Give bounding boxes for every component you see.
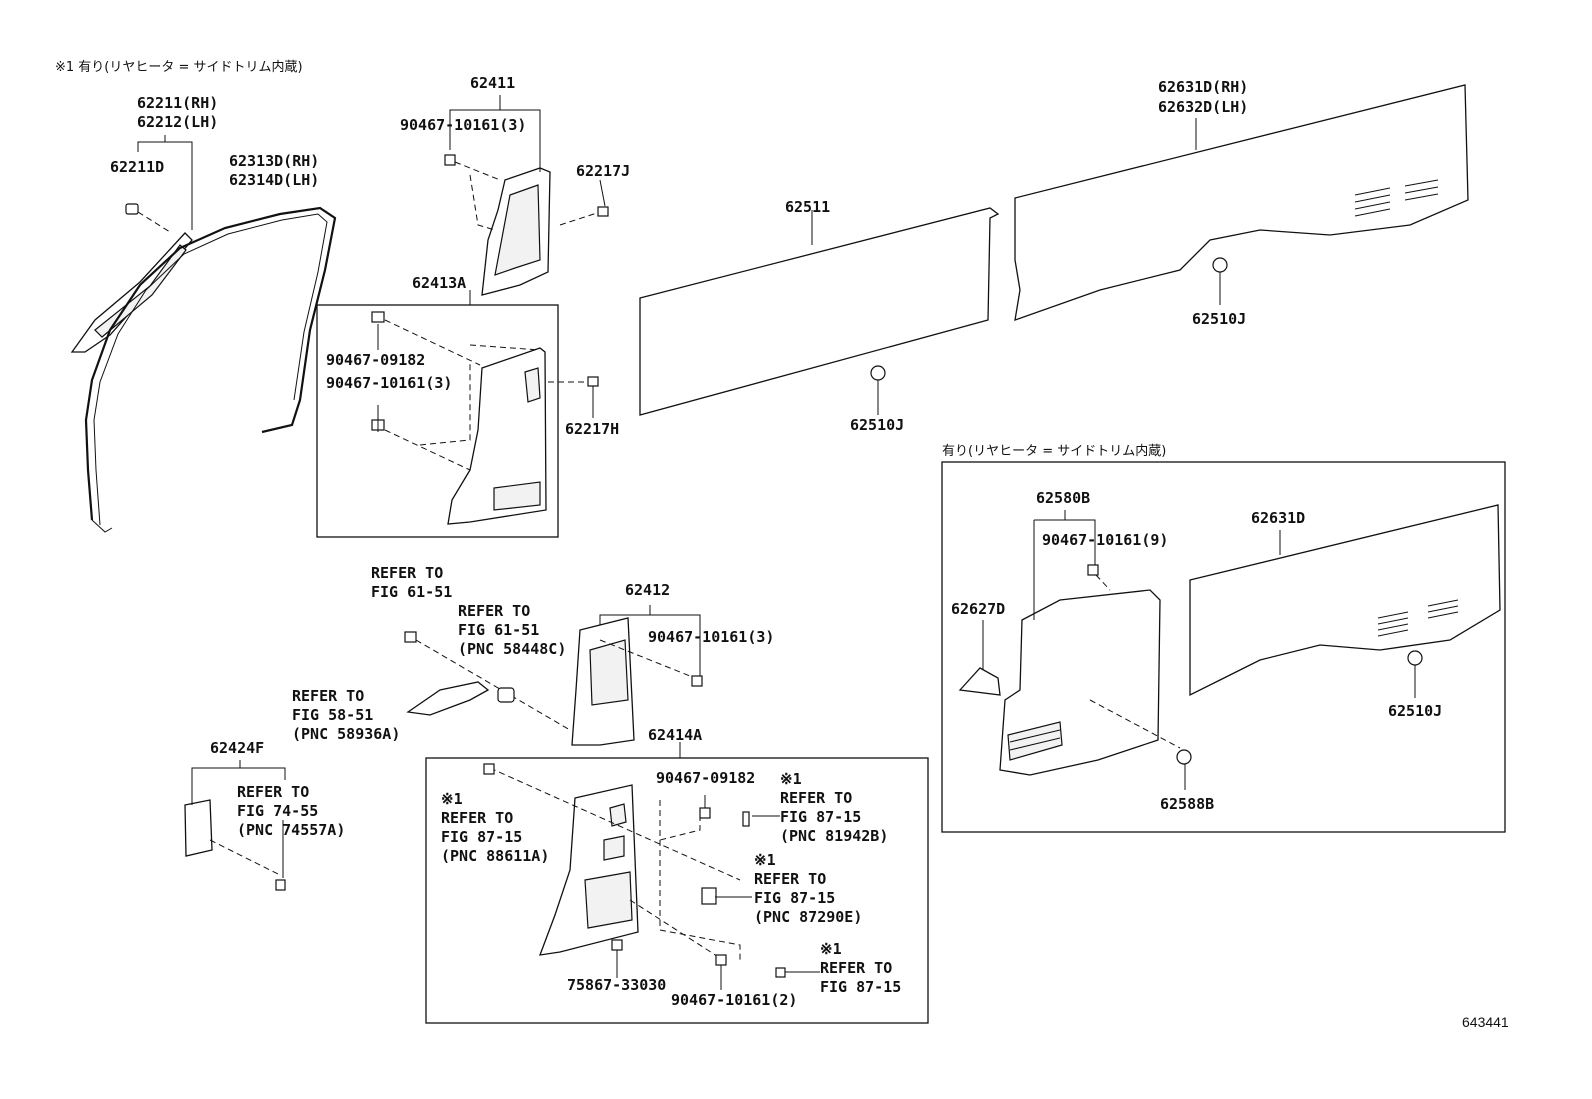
part-label[interactable]: 62631D(RH) bbox=[1158, 78, 1249, 96]
a-pillar-trim bbox=[70, 232, 193, 353]
b-pillar-lower-trim bbox=[371, 311, 599, 525]
refer-label[interactable]: ※1 REFER TO FIG 87-15 bbox=[820, 940, 902, 996]
refer-label[interactable]: ※1 REFER TO FIG 87-15 (PNC 87290E) bbox=[754, 851, 863, 926]
part-label[interactable]: 62211(RH) bbox=[137, 94, 219, 112]
part-label[interactable]: 62313D(RH) bbox=[229, 152, 320, 170]
part-label[interactable]: 62580B bbox=[1036, 489, 1091, 507]
part-label[interactable]: 90467-10161(9) bbox=[1042, 531, 1169, 549]
refer-label[interactable]: REFER TO FIG 58-51 (PNC 58936A) bbox=[292, 687, 401, 743]
rear-heater-trim-62580b bbox=[958, 564, 1192, 776]
part-label[interactable]: 62212(LH) bbox=[137, 113, 219, 131]
quarter-panel-62511 bbox=[639, 207, 1000, 416]
rear-heater-note: ※1 有り(リヤヒータ = サイドトリム内蔵) bbox=[55, 60, 303, 75]
refer-label[interactable]: ※1 REFER TO FIG 87-15 (PNC 88611A) bbox=[441, 790, 550, 865]
part-label[interactable]: 62588B bbox=[1160, 795, 1215, 813]
quarter-panel-62631d bbox=[1014, 84, 1469, 321]
refer-label[interactable]: ※1 REFER TO FIG 87-15 (PNC 81942B) bbox=[780, 770, 889, 845]
b-pillar-upper-trim bbox=[444, 154, 609, 296]
quarter-panel-62631d-box bbox=[1189, 504, 1501, 698]
detail-box-rear-heater bbox=[941, 461, 1506, 833]
door-weatherstrip bbox=[84, 206, 337, 533]
part-label[interactable]: 90467-10161(2) bbox=[671, 991, 798, 1009]
c-pillar-lower-trim bbox=[483, 763, 786, 978]
part-label[interactable]: 62217J bbox=[576, 162, 631, 180]
part-label[interactable]: 62412 bbox=[625, 581, 671, 599]
part-label[interactable]: 62627D bbox=[951, 600, 1006, 618]
refer-label[interactable]: REFER TO FIG 61-51 (PNC 58448C) bbox=[458, 602, 567, 658]
part-label[interactable]: 62632D(LH) bbox=[1158, 98, 1249, 116]
clip-62211d bbox=[125, 203, 171, 233]
part-label[interactable]: 90467-09182 bbox=[656, 769, 756, 787]
part-label[interactable]: 62413A bbox=[412, 274, 467, 292]
part-label[interactable]: 75867-33030 bbox=[567, 976, 667, 994]
c-pillar-trim-62412 bbox=[404, 617, 703, 746]
part-label[interactable]: 90467-10161(3) bbox=[648, 628, 775, 646]
part-label[interactable]: 90467-10161(3) bbox=[326, 374, 453, 392]
part-label[interactable]: 62424F bbox=[210, 739, 265, 757]
seatbelt-guide bbox=[406, 681, 490, 716]
part-label[interactable]: 62510J bbox=[1192, 310, 1247, 328]
detail-box-62413a bbox=[316, 304, 559, 538]
part-label[interactable]: 90467-09182 bbox=[326, 351, 426, 369]
bracket-62424f bbox=[184, 799, 286, 891]
refer-label[interactable]: REFER TO FIG 74-55 (PNC 74557A) bbox=[237, 783, 346, 839]
part-label[interactable]: 62314D(LH) bbox=[229, 171, 320, 189]
part-label[interactable]: 62510J bbox=[1388, 702, 1443, 720]
detail-box-62414a bbox=[425, 757, 929, 1024]
part-label[interactable]: 62411 bbox=[470, 74, 516, 92]
part-label[interactable]: 62414A bbox=[648, 726, 703, 744]
part-label[interactable]: 90467-10161(3) bbox=[400, 116, 527, 134]
part-label[interactable]: 62217H bbox=[565, 420, 620, 438]
part-label[interactable]: 62211D bbox=[110, 158, 165, 176]
part-label[interactable]: 62631D bbox=[1251, 509, 1306, 527]
part-label[interactable]: 62511 bbox=[785, 198, 831, 216]
part-label[interactable]: 62510J bbox=[850, 416, 905, 434]
rear-heater-box-note: 有り(リヤヒータ = サイドトリム内蔵) bbox=[942, 444, 1167, 459]
refer-label[interactable]: REFER TO FIG 61-51 bbox=[371, 564, 453, 601]
figure-number: 643441 bbox=[1462, 1014, 1509, 1030]
